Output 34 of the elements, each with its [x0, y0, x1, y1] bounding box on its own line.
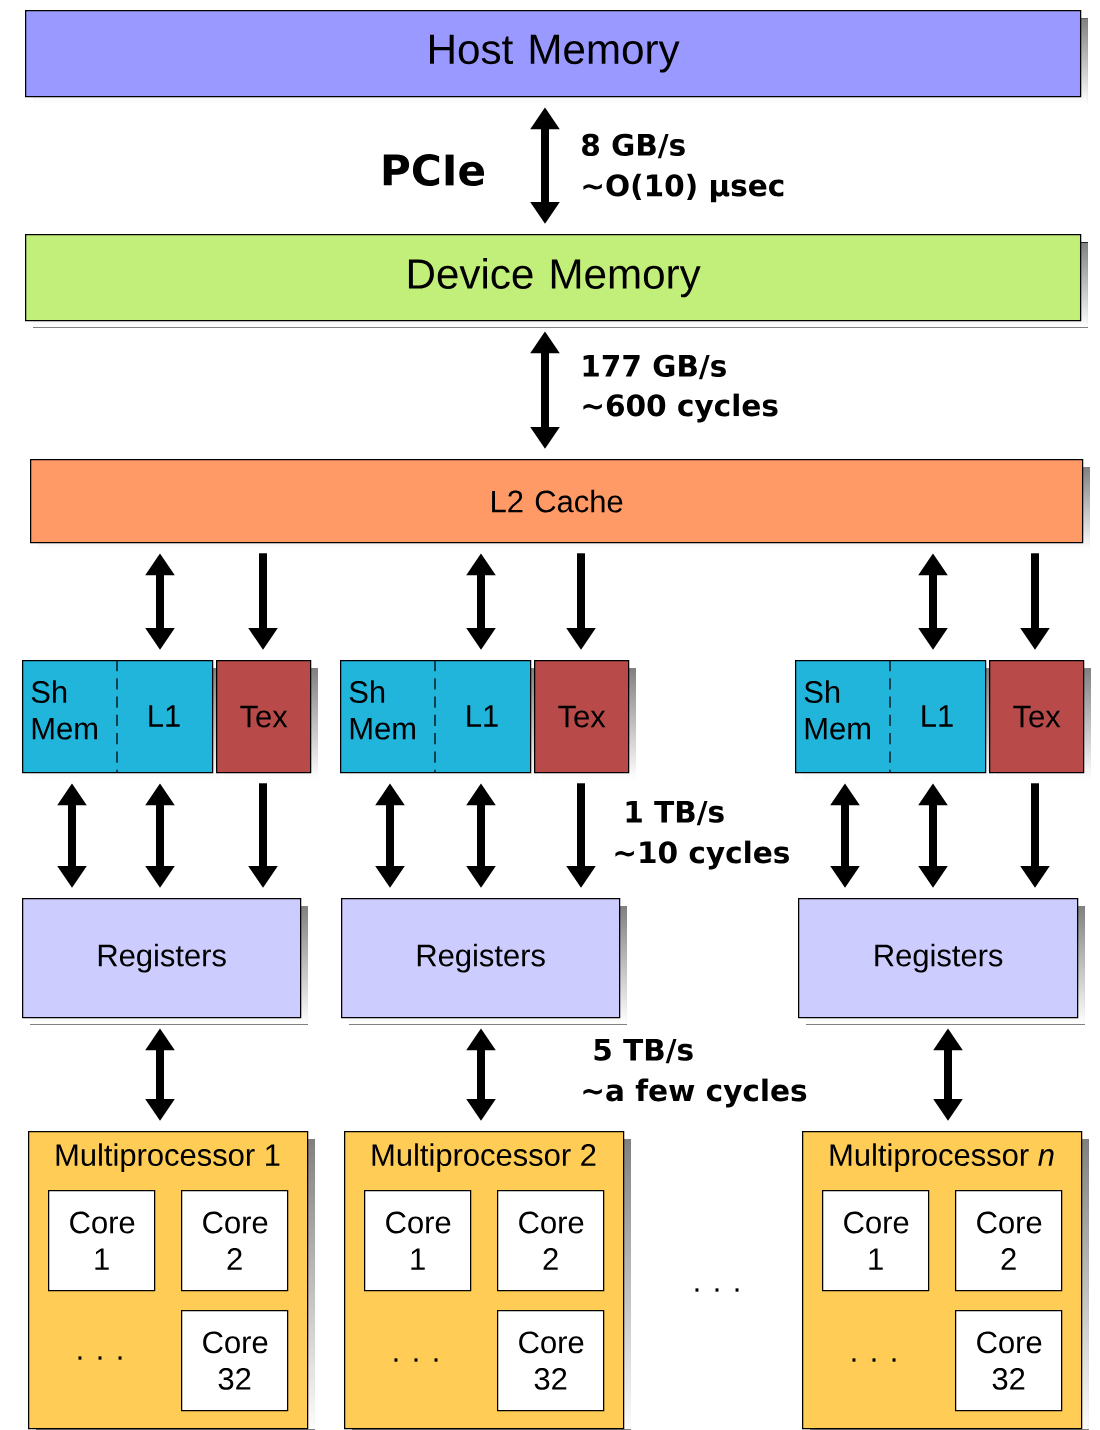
core-box: Core 32 — [955, 1310, 1063, 1412]
latency-label: ~600 cycles — [583, 393, 778, 423]
registers-box: Registers — [341, 898, 627, 1025]
core-box: Core 32 — [181, 1310, 289, 1412]
latency-label: ~a few cycles — [583, 1078, 807, 1108]
latency-label: ~O(10) µsec — [583, 173, 784, 203]
ellipsis: . . . — [78, 1356, 122, 1360]
registers-box: Registers — [798, 898, 1085, 1025]
bandwidth-label: 177 GB/s — [583, 354, 726, 380]
ellipsis: . . . — [852, 1358, 896, 1362]
cache-box: Sh Mem L1 — [22, 659, 220, 780]
cache-box: Sh Mem L1 — [795, 659, 993, 780]
bus-label: PCIe — [383, 154, 485, 186]
bandwidth-label: 8 GB/s — [582, 133, 685, 159]
memory-box: Device Memory — [25, 234, 1088, 328]
cache-box: Sh Mem L1 — [340, 659, 538, 780]
latency-label: ~10 cycles — [615, 840, 789, 870]
texture-box: Tex — [216, 660, 318, 780]
core-box: Core 1 — [822, 1190, 930, 1292]
core-box: Core 2 — [181, 1190, 289, 1292]
memory-box: Host Memory — [25, 10, 1088, 104]
texture-box: Tex — [989, 660, 1091, 780]
core-box: Core 32 — [497, 1310, 605, 1412]
core-box: Core 2 — [955, 1190, 1063, 1292]
bandwidth-label: 5 TB/s — [594, 1038, 693, 1064]
core-box: Core 1 — [364, 1190, 472, 1292]
ellipsis: . . . — [394, 1358, 438, 1362]
registers-box: Registers — [22, 898, 308, 1025]
texture-box: Tex — [534, 660, 636, 780]
bandwidth-label: 1 TB/s — [626, 800, 724, 826]
cache-box: L2 Cache — [30, 459, 1090, 550]
core-box: Core 2 — [497, 1190, 605, 1292]
core-box: Core 1 — [48, 1190, 156, 1292]
ellipsis: . . . — [695, 1288, 739, 1292]
